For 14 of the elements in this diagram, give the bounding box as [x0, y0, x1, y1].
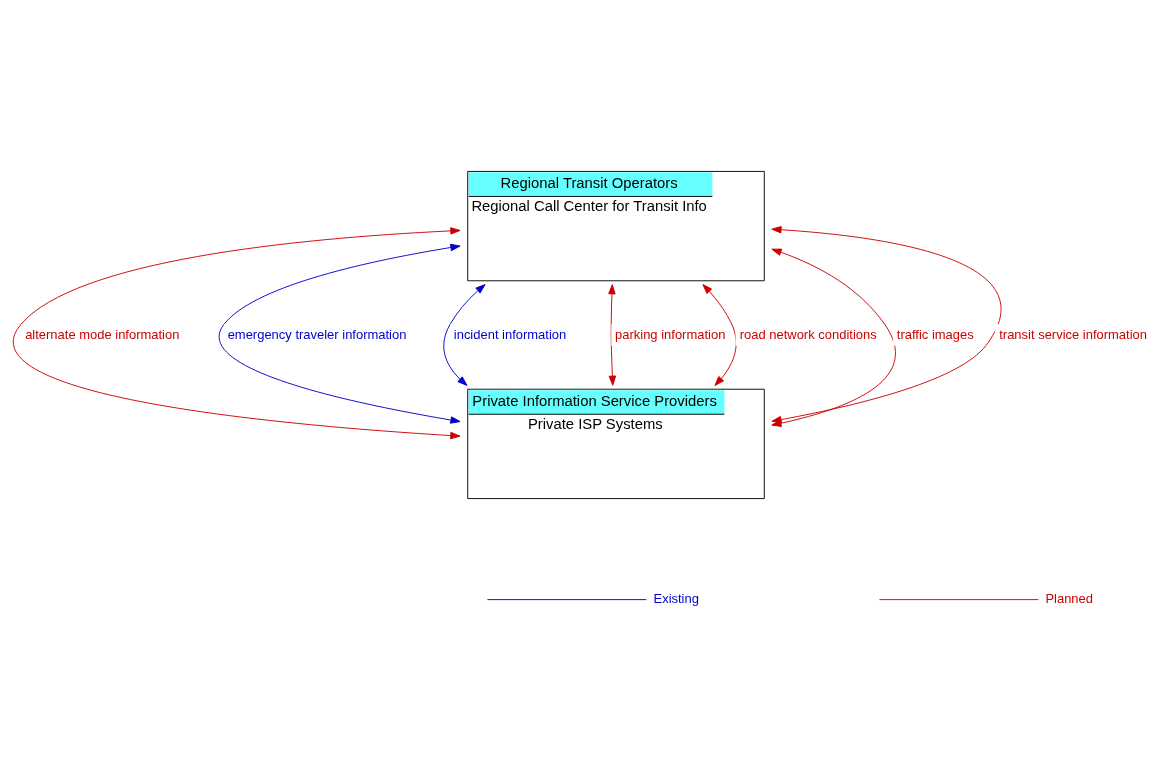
- edge-label: parking information: [615, 326, 726, 342]
- arrow: [702, 283, 737, 386]
- arrow: [771, 225, 1002, 423]
- edge-label: transit service information: [999, 326, 1147, 342]
- legend-label: Existing: [653, 590, 699, 606]
- arrow: [12, 226, 461, 439]
- arrow: [218, 243, 461, 424]
- edge-label: alternate mode information: [25, 326, 180, 342]
- edge-label: incident information: [453, 326, 567, 342]
- edge-label: traffic images: [896, 326, 974, 342]
- edge-label: road network conditions: [739, 326, 877, 342]
- legend-label: Planned: [1045, 590, 1094, 606]
- edge-label: emergency traveler information: [227, 326, 407, 342]
- arrow: [443, 283, 486, 386]
